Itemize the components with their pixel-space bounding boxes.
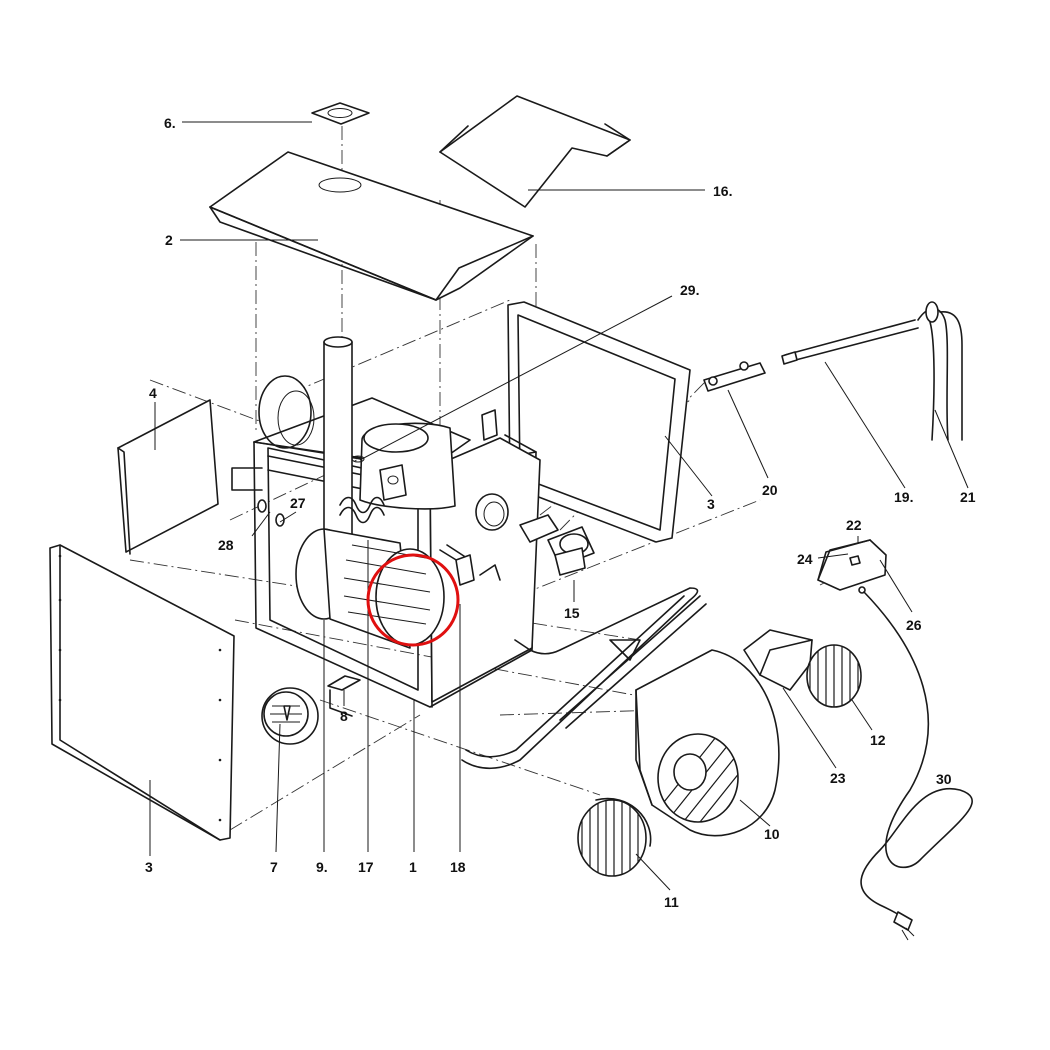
part-21-gas-hose <box>917 301 963 441</box>
label-part-21: 21 <box>960 489 976 505</box>
part-12-grille <box>806 644 862 708</box>
part-22-control-box <box>817 539 887 594</box>
leader-lines <box>149 121 969 891</box>
label-part-22: 22 <box>846 517 862 533</box>
base-frame-tube <box>461 587 707 770</box>
label-part-2: 2 <box>165 232 173 248</box>
label-part-20: 20 <box>762 482 778 498</box>
label-part-23: 23 <box>830 770 846 786</box>
part-20-electrode <box>703 361 766 392</box>
part-16-rear-hood <box>439 95 631 208</box>
part-1-main-housing <box>231 336 541 717</box>
label-part-12: 12 <box>870 732 886 748</box>
part-3-front-panel <box>49 544 235 841</box>
part-19-thermocouple-rod <box>781 319 919 365</box>
part-10-fan-housing <box>635 649 780 837</box>
label-part-9: 9. <box>316 859 328 875</box>
label-part-16: 16. <box>713 183 732 199</box>
label-part-18: 18 <box>450 859 466 875</box>
part-2-top-hood <box>209 151 534 301</box>
label-part-26: 26 <box>906 617 922 633</box>
part-labels: 6. 16. 2 29. 4 20 19. 21 3 27 28 22 24 1… <box>145 115 976 910</box>
part-30-power-cord <box>860 591 973 941</box>
part-11-grille <box>577 797 652 877</box>
part-4-left-panel <box>117 399 219 555</box>
label-part-24: 24 <box>797 551 813 567</box>
label-part-6: 6. <box>164 115 176 131</box>
label-part-3-right: 3 <box>707 496 715 512</box>
label-part-10: 10 <box>764 826 780 842</box>
label-part-29: 29. <box>680 282 699 298</box>
part-6-flue-collar <box>311 102 370 125</box>
part-7-thermostat-knob <box>261 687 319 745</box>
highlight-circle <box>366 553 460 647</box>
label-part-4: 4 <box>149 385 157 401</box>
label-part-8: 8 <box>340 708 348 724</box>
label-part-19: 19. <box>894 489 913 505</box>
label-part-17: 17 <box>358 859 374 875</box>
label-part-1: 1 <box>409 859 417 875</box>
label-part-7: 7 <box>270 859 278 875</box>
label-part-11: 11 <box>664 894 679 910</box>
label-part-3-left: 3 <box>145 859 153 875</box>
label-part-15: 15 <box>564 605 580 621</box>
label-part-28: 28 <box>218 537 234 553</box>
label-part-27: 27 <box>290 495 306 511</box>
part-15-burner-valve <box>519 514 595 576</box>
label-part-30: 30 <box>936 771 952 787</box>
